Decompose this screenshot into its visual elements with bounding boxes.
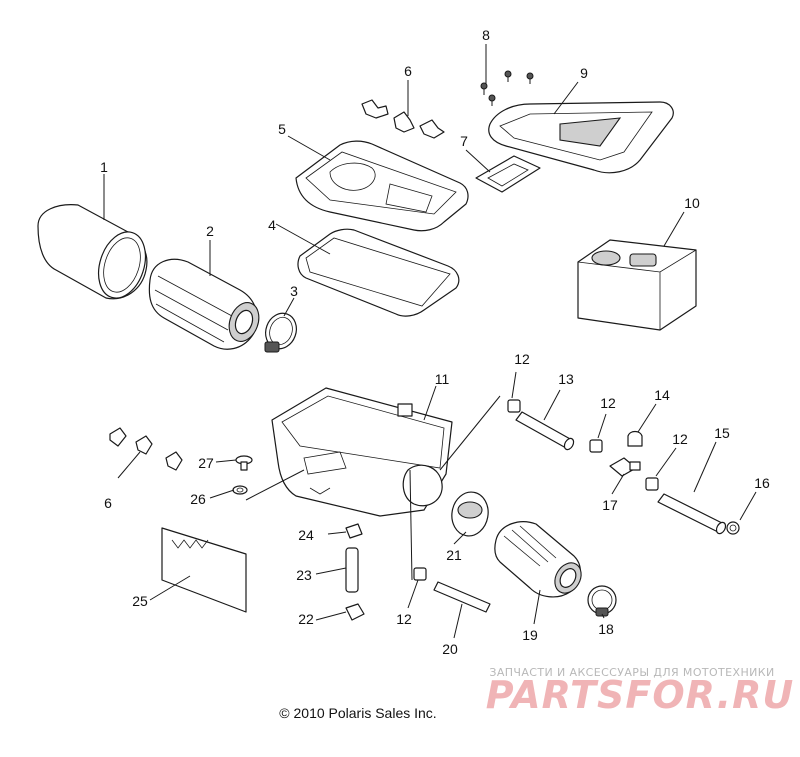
callout-6-top: 6 bbox=[404, 63, 412, 79]
part-3-hose-clamp bbox=[264, 312, 297, 353]
part-14-clamp bbox=[627, 430, 643, 447]
callout-7: 7 bbox=[460, 133, 468, 149]
part-22-elbow bbox=[345, 603, 365, 621]
part-10-foam-block bbox=[577, 239, 697, 331]
callout-12-d: 12 bbox=[396, 611, 412, 627]
part-18-boot-clamp bbox=[587, 585, 617, 617]
part-7-grommet-plate bbox=[475, 155, 541, 193]
part-4-lid-gasket bbox=[297, 228, 460, 317]
part-6-elbow-fittings-bottom bbox=[109, 427, 183, 471]
callout-18: 18 bbox=[598, 621, 614, 637]
callout-19: 19 bbox=[522, 627, 538, 643]
callout-26: 26 bbox=[190, 491, 206, 507]
callout-17: 17 bbox=[602, 497, 618, 513]
callout-27: 27 bbox=[198, 455, 214, 471]
part-23-hose bbox=[345, 547, 359, 593]
callout-13: 13 bbox=[558, 371, 574, 387]
callout-15: 15 bbox=[714, 425, 730, 441]
part-8-screws bbox=[480, 70, 534, 106]
callout-6-bottom: 6 bbox=[104, 495, 112, 511]
part-11-airbox-base bbox=[271, 387, 453, 517]
callout-10: 10 bbox=[684, 195, 700, 211]
callout-20: 20 bbox=[442, 641, 458, 657]
callout-21: 21 bbox=[446, 547, 462, 563]
callout-16: 16 bbox=[754, 475, 770, 491]
callout-24: 24 bbox=[298, 527, 314, 543]
part-21-sealing-ring bbox=[451, 491, 489, 537]
callout-3: 3 bbox=[290, 283, 298, 299]
part-6-elbow-fittings-top bbox=[361, 99, 445, 139]
part-25-label-plate bbox=[161, 527, 247, 613]
callout-2: 2 bbox=[206, 223, 214, 239]
part-19-intake-boot bbox=[494, 521, 582, 598]
copyright-notice: © 2010 Polaris Sales Inc. bbox=[279, 705, 436, 721]
watermark-tagline: ЗАПЧАСТИ И АКСЕССУАРЫ ДЛЯ МОТОТЕХНИКИ bbox=[489, 666, 774, 679]
part-16-spring-clip bbox=[726, 521, 740, 535]
callout-9: 9 bbox=[580, 65, 588, 81]
callout-1: 1 bbox=[100, 159, 108, 175]
part-5-airbox-lid bbox=[295, 140, 469, 232]
part-2-air-filter-element bbox=[148, 258, 260, 350]
part-17-check-valve bbox=[609, 457, 641, 477]
callout-11: 11 bbox=[435, 371, 450, 387]
part-20-drain-tube bbox=[433, 581, 491, 613]
part-15-breather-tube bbox=[657, 493, 727, 535]
watermark-brand: PARTSFOR.RU bbox=[486, 673, 794, 717]
part-12-hose-clips bbox=[413, 399, 659, 581]
callout-4: 4 bbox=[268, 217, 276, 233]
callout-8: 8 bbox=[482, 27, 490, 43]
part-27-push-rivet bbox=[235, 455, 253, 471]
part-1-prefilter-sleeve bbox=[37, 204, 148, 300]
leader-lines bbox=[103, 44, 757, 639]
callout-22: 22 bbox=[298, 611, 314, 627]
part-26-washer bbox=[232, 485, 248, 495]
callout-5: 5 bbox=[278, 121, 286, 137]
callout-labels: 1 2 3 4 5 6 6 7 8 9 10 11 12 12 12 12 13… bbox=[100, 27, 770, 657]
callout-25: 25 bbox=[132, 593, 148, 609]
callout-23: 23 bbox=[296, 567, 312, 583]
callout-12-a: 12 bbox=[514, 351, 530, 367]
callout-12-b: 12 bbox=[600, 395, 616, 411]
callout-12-c: 12 bbox=[672, 431, 688, 447]
callout-14: 14 bbox=[654, 387, 670, 403]
part-13-drain-tube bbox=[515, 411, 575, 451]
part-24-clip bbox=[345, 523, 363, 539]
part-9-intake-duct-cover bbox=[488, 101, 674, 174]
